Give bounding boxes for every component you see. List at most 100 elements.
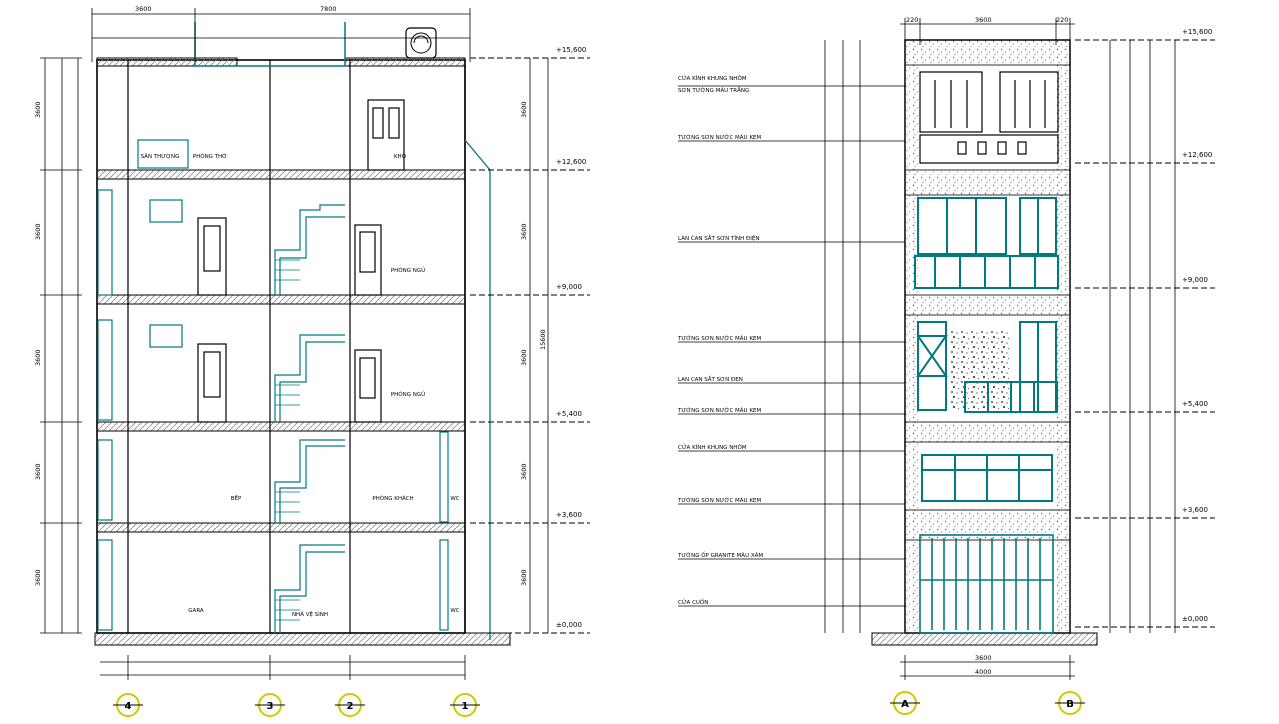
windows-floor1 — [921, 454, 1053, 502]
note-label: TƯỜNG SƠN NƯỚC MÀU KEM — [677, 134, 761, 141]
facade-band — [904, 421, 1071, 443]
room-label: GARA — [188, 608, 204, 614]
note-label: LAN CAN SẮT SƠN TĨNH ĐIỆN — [678, 234, 759, 242]
level-label: ±0,000 — [1182, 615, 1208, 623]
level-label: +15,600 — [556, 46, 586, 54]
column-lines — [127, 60, 466, 633]
windows-floor2 — [916, 321, 1058, 413]
level-label: +9,000 — [556, 283, 582, 291]
floor-slabs — [96, 57, 466, 533]
dim-label: 4000 — [975, 668, 992, 676]
note-label: CỬA KÍNH KHUNG NHÔM — [678, 443, 747, 451]
dimension-chain-left: 3600 3600 3600 3600 3600 — [34, 57, 82, 634]
material-notes: CỬA KÍNH KHUNG NHÔM SƠN TƯỜNG MÀU TRẮNG … — [677, 74, 905, 607]
staircases — [137, 139, 345, 633]
facade-band — [904, 169, 1071, 196]
dim-label: 3600 — [34, 463, 42, 480]
building-section: PHÒNG THỜ SÂN THƯỢNG KHO PHÒNG NGỦ PHÒNG… — [34, 5, 590, 717]
level-label: ±0,000 — [556, 621, 582, 629]
note-label: TƯỜNG SƠN NƯỚC MÀU KEM — [677, 497, 761, 504]
dim-label: 3600 — [520, 223, 528, 240]
grid-axes: A B — [890, 691, 1085, 715]
grid-axes: 4 3 2 1 — [113, 693, 480, 717]
axis-bubble: 4 — [113, 693, 143, 717]
note-label: LAN CAN SẮT SƠN ĐEN — [678, 375, 743, 383]
facade-stone-left — [905, 40, 919, 633]
svg-text:B: B — [1066, 699, 1074, 710]
roof-slope — [464, 139, 491, 640]
axis-bubble: 3 — [255, 693, 285, 717]
dimension-chain-elev-bottom: 3600 4000 — [900, 654, 1075, 680]
room-label: PHÒNG NGỦ — [391, 390, 425, 398]
dim-label: 220 — [906, 16, 918, 24]
dim-label: 3600 — [520, 463, 528, 480]
room-label: WC — [450, 496, 459, 502]
dimension-chain-elev-top: 220 3600 220 — [900, 16, 1075, 45]
roller-shutter — [919, 534, 1054, 634]
room-label: SÂN THƯỢNG — [141, 153, 180, 160]
level-label: +3,600 — [556, 511, 582, 519]
ground-hatch — [94, 632, 511, 646]
dim-label: 3600 — [975, 16, 992, 24]
level-label: +15,600 — [1182, 28, 1212, 36]
dim-label: 3600 — [520, 569, 528, 586]
note-label: SƠN TƯỜNG MÀU TRẮNG — [678, 86, 749, 94]
windows — [97, 189, 449, 631]
dimension-chain-elev-left — [824, 40, 861, 633]
dim-label: 7800 — [320, 5, 337, 13]
note-label: TƯỜNG SƠN NƯỚC MÀU KEM — [677, 335, 761, 342]
ground-hatch — [871, 632, 1098, 646]
dim-label: 3600 — [34, 569, 42, 586]
dim-label: 220 — [1056, 16, 1068, 24]
axis-bubble: 2 — [335, 693, 365, 717]
svg-text:4: 4 — [125, 701, 132, 712]
room-label: NHÀ VỆ SINH — [292, 610, 328, 618]
level-label: +5,400 — [1182, 400, 1208, 408]
note-label: TƯỜNG ỐP GRANITE MÀU XÁM — [677, 551, 763, 559]
room-label: WC — [450, 608, 459, 614]
level-label: +3,600 — [1182, 506, 1208, 514]
building-elevation: CỬA KÍNH KHUNG NHÔM SƠN TƯỜNG MÀU TRẮNG … — [677, 16, 1215, 715]
room-label: KHO — [394, 154, 407, 160]
svg-text:2: 2 — [347, 701, 354, 712]
level-label: +12,600 — [556, 158, 586, 166]
svg-text:1: 1 — [462, 701, 469, 712]
level-label: +5,400 — [556, 410, 582, 418]
facade-stone-top — [904, 39, 1071, 66]
svg-text:A: A — [901, 699, 909, 710]
room-label: PHÒNG NGỦ — [391, 266, 425, 274]
dim-label: 15600 — [539, 329, 547, 350]
svg-text:3: 3 — [267, 701, 274, 712]
dimension-chain-bottom — [100, 655, 466, 680]
note-label: CỬA KÍNH KHUNG NHÔM — [678, 74, 747, 82]
dim-label: 3600 — [520, 101, 528, 118]
dim-label: 3600 — [975, 654, 992, 662]
room-label: PHÒNG THỜ — [193, 153, 227, 160]
dim-label: 3600 — [135, 5, 152, 13]
windows-floor3 — [914, 197, 1059, 289]
facade-stone-center — [950, 330, 1010, 410]
level-label: +12,600 — [1182, 151, 1212, 159]
water-tank-icon — [405, 27, 437, 59]
dimension-chain-right: 15600 3600 3600 3600 3600 3600 — [520, 58, 549, 633]
facade-band — [904, 294, 1071, 316]
dimension-chain-top: 3600 7800 — [91, 5, 471, 62]
note-label: CỬA CUỐN — [678, 598, 708, 606]
level-label: +9,000 — [1182, 276, 1208, 284]
room-label: BẾP — [231, 494, 242, 502]
dim-label: 3600 — [34, 349, 42, 366]
dim-label: 3600 — [34, 223, 42, 240]
level-marks: +15,600 +12,600 +9,000 +5,400 +3,600 ±0,… — [1075, 28, 1215, 628]
dim-label: 3600 — [520, 349, 528, 366]
axis-bubble: B — [1055, 691, 1085, 715]
stair-treads — [275, 259, 300, 621]
room-label: PHÒNG KHÁCH — [372, 495, 413, 502]
dim-label: 3600 — [34, 101, 42, 118]
dimension-chain-elev-right — [1109, 40, 1176, 633]
axis-bubble: A — [890, 691, 920, 715]
axis-bubble: 1 — [450, 693, 480, 717]
doors — [197, 99, 405, 423]
windows-top — [919, 71, 1059, 164]
note-label: TƯỜNG SƠN NƯỚC MÀU KEM — [677, 407, 761, 414]
